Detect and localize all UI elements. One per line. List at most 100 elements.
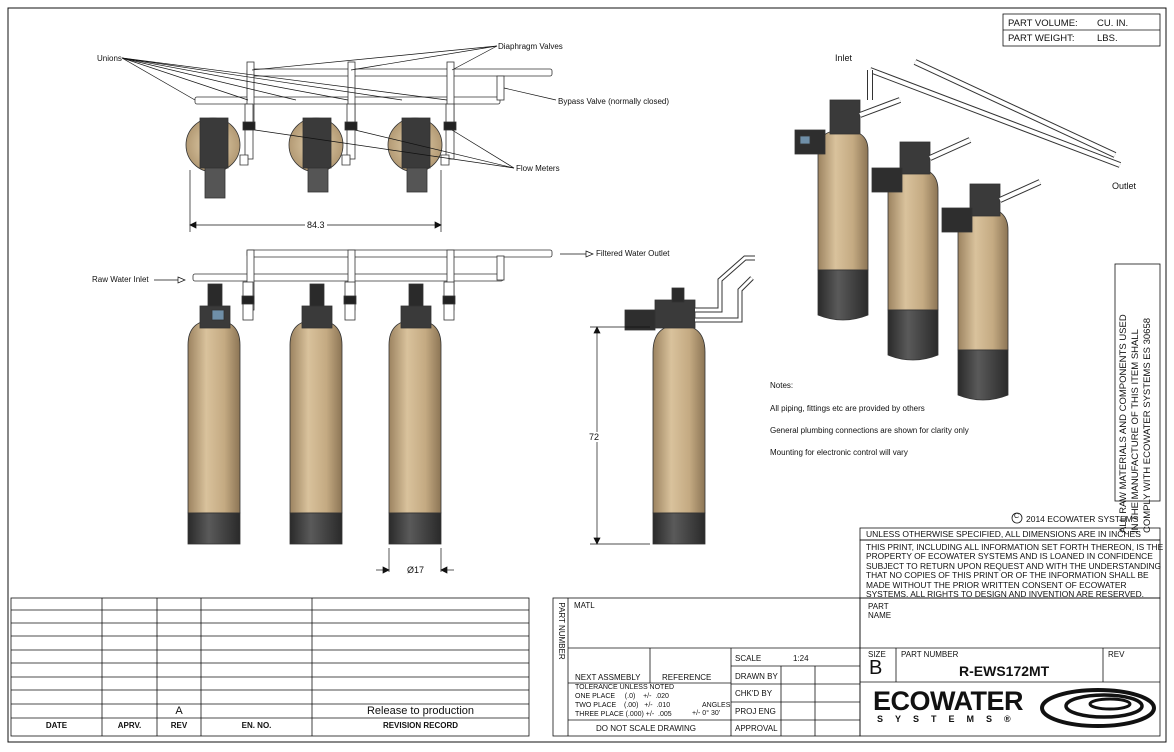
part-number-label: PART NUMBER (901, 650, 959, 659)
rev-label: REV (1108, 650, 1125, 659)
compliance-box (1114, 263, 1161, 502)
tank-base-side (652, 512, 706, 545)
dimension-width: 84.3 (305, 220, 327, 230)
tank-front-3 (388, 319, 442, 514)
notes-title: Notes: (770, 381, 794, 390)
matl-label: MATL (574, 601, 595, 610)
logo-subtitle: SYSTEMS® (877, 714, 1023, 724)
chkd-by-label: CHK'D BY (735, 689, 773, 698)
copyright-text: 2014 ECOWATER SYSTEMS (1026, 514, 1139, 524)
size-value: B (869, 657, 883, 679)
tolerance-one-place: ONE PLACE (.0) +/- .020 (575, 693, 669, 700)
part-number-value: R-EWS172MT (959, 663, 1050, 679)
callout-bypass-valve: Bypass Valve (normally closed) (558, 97, 670, 106)
rev-header-rev: REV (170, 721, 188, 730)
rev-header-aprv: APRV. (117, 721, 142, 730)
note-1: All piping, fittings etc are provided by… (770, 404, 925, 413)
top-pipe-outlet (246, 68, 553, 77)
iso-view (794, 59, 1122, 401)
valve-top-1 (199, 117, 229, 169)
part-volume-unit: CU. IN. (1097, 18, 1129, 29)
tolerance-two-place: TWO PLACE (.00) +/- .010 (575, 702, 671, 709)
callout-inlet: Inlet (835, 53, 853, 63)
confidential-notice: THIS PRINT, INCLUDING ALL INFORMATION SE… (866, 542, 1164, 600)
copyright-circle (1011, 512, 1023, 524)
tank-base-front-1 (187, 512, 241, 545)
controller-top-1 (204, 167, 226, 199)
tank-front-2 (289, 319, 343, 514)
tank-base-front-3 (388, 512, 442, 545)
part-name-label: PART NAME (868, 602, 892, 620)
angles-label: ANGLES (702, 702, 731, 709)
note-3: Mounting for electronic control will var… (770, 448, 908, 457)
confidential-line-3: SUBJECT TO RETURN UPON REQUEST AND WITH … (866, 560, 1162, 571)
drawn-by-label: DRAWN BY (735, 672, 778, 681)
do-not-scale-label: DO NOT SCALE DRAWING (596, 724, 697, 733)
top-view-leaders (121, 45, 557, 232)
note-2: General plumbing connections are shown f… (770, 426, 969, 435)
callout-unions: Unions (97, 54, 122, 63)
part-weight-label: PART WEIGHT: (1008, 33, 1075, 44)
part-weight-unit: LBS. (1097, 33, 1118, 44)
front-view-leaders (154, 250, 594, 574)
controller-iso-2 (871, 167, 903, 193)
callout-filtered-water-outlet: Filtered Water Outlet (596, 249, 670, 258)
callout-flow-meters: Flow Meters (516, 164, 560, 173)
valve-top-3 (401, 117, 431, 169)
callout-outlet: Outlet (1112, 181, 1137, 191)
copyright-symbol: C (1014, 513, 1020, 520)
dimension-height: 72 (589, 432, 600, 442)
valve-side (654, 299, 696, 329)
controller-top-3 (406, 167, 428, 193)
tank-base-iso-3 (957, 349, 1009, 401)
confidential-line-6: SYSTEMS. ALL RIGHTS TO DESIGN AND INVENT… (866, 589, 1144, 600)
size-label: SIZE (868, 650, 886, 659)
rev-row-rev: A (175, 705, 183, 717)
compliance-statement: ALL RAW MATERIALS AND COMPONENTS USED IN… (1118, 263, 1158, 533)
scale-value: 1:24 (793, 654, 809, 663)
confidential-line-5: MADE WITHOUT THE PRIOR WRITTEN CONSENT O… (866, 579, 1127, 590)
compliance-line-2: IN THE MANUFACTURE OF THIS ITEM SHALL (1130, 329, 1141, 533)
dimensions-note: UNLESS OTHERWISE SPECIFIED, ALL DIMENSIO… (866, 529, 1141, 539)
tolerance-three-place: THREE PLACE (.000) +/- .005 (575, 711, 672, 718)
approval-label: APPROVAL (735, 724, 778, 733)
front-view (187, 249, 553, 545)
rev-header-record: REVISION RECORD (382, 721, 459, 730)
angles-value: +/- 0° 30' (692, 710, 721, 717)
tank-base-iso-2 (887, 309, 939, 361)
compliance-line-1: ALL RAW MATERIALS AND COMPONENTS USED (1118, 314, 1129, 533)
part-number-vertical: PART NUMBER (557, 602, 566, 660)
frames (10, 13, 1161, 737)
reference-label: REFERENCE (662, 673, 712, 682)
compliance-line-3: COMPLY WITH ECOWATER SYSTEMS ES 30658 (1142, 317, 1153, 533)
proj-eng-label: PROJ ENG (735, 707, 776, 716)
logo-swirl (1040, 688, 1156, 728)
top-view (185, 61, 553, 199)
dimension-diameter: Ø17 (407, 565, 425, 575)
next-assembly-label: NEXT ASSMEBLY (575, 673, 641, 682)
confidential-line-2: PROPERTY OF ECOWATER SYSTEMS AND IS LOAN… (866, 551, 1153, 562)
logo-wordmark: ECOWATER (873, 686, 1024, 716)
callout-raw-water-inlet: Raw Water Inlet (92, 275, 149, 284)
controller-top-2 (307, 167, 329, 193)
side-view (624, 255, 755, 545)
rev-header-en-no: EN. NO. (241, 721, 272, 730)
rev-row-record: Release to production (366, 705, 474, 717)
tank-base-iso-1 (817, 269, 869, 321)
tolerance-title: TOLERANCE UNLESS NOTED (575, 684, 675, 691)
rev-header-date: DATE (45, 721, 68, 730)
front-pipe-outlet (246, 249, 553, 258)
confidential-line-4: THAT NO COPIES OF THIS PRINT OR OF THE I… (866, 570, 1149, 581)
confidential-line-1: THIS PRINT, INCLUDING ALL INFORMATION SE… (866, 542, 1164, 552)
callout-diaphragm-valves: Diaphragm Valves (498, 42, 563, 51)
part-volume-label: PART VOLUME: (1008, 18, 1078, 29)
controller-iso-3 (941, 207, 973, 233)
scale-label: SCALE (735, 654, 762, 663)
tank-front-1 (187, 319, 241, 514)
tank-side (652, 324, 706, 514)
tank-iso-1 (817, 129, 869, 271)
sheet-border (7, 7, 1167, 743)
valve-top-2 (302, 117, 332, 169)
tank-base-front-2 (289, 512, 343, 545)
